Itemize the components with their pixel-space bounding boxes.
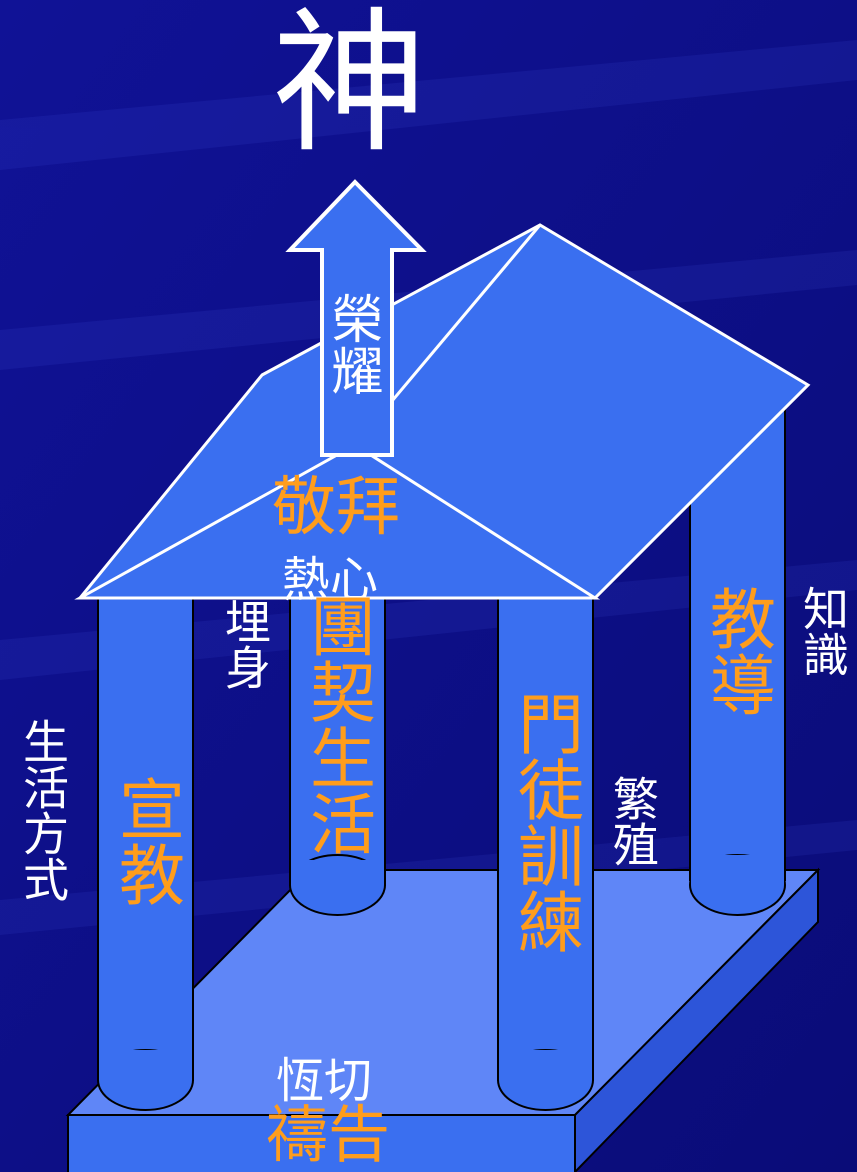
foundation-side — [574, 867, 819, 1172]
diagram-title: 神 — [272, 0, 427, 174]
pillar-label-teaching: 教導 — [699, 585, 776, 717]
foundation-front — [67, 1114, 576, 1172]
pillar-back-left — [289, 559, 386, 916]
pillar-label-missions: 宣教 — [108, 775, 185, 907]
pillar-front-right — [497, 594, 594, 1111]
pillar-label-fellowship: 團契生活 — [299, 592, 376, 856]
roof-sublabel: 熱心 — [282, 552, 379, 608]
roof-gable — [74, 443, 601, 600]
pillar-back-right — [689, 389, 786, 916]
foundation-label: 禱告 — [266, 1098, 391, 1171]
roof-label: 敬拜 — [272, 471, 400, 545]
foundation-sublabel: 恆切 — [276, 1053, 373, 1109]
arrow-label: 榮耀 — [322, 292, 382, 396]
side-note-involvement: 埋身 — [218, 598, 272, 690]
side-note-lifestyle: 生活方式 — [16, 718, 70, 902]
foundation-slab — [65, 867, 821, 1172]
side-note-knowledge: 知識 — [796, 585, 850, 677]
pillar-front-left — [97, 594, 194, 1111]
side-note-multiplication: 繁殖 — [606, 775, 660, 867]
pillar-label-discipleship: 門徒訓練 — [507, 690, 584, 954]
roof — [74, 223, 811, 600]
glory-arrow — [285, 179, 427, 457]
